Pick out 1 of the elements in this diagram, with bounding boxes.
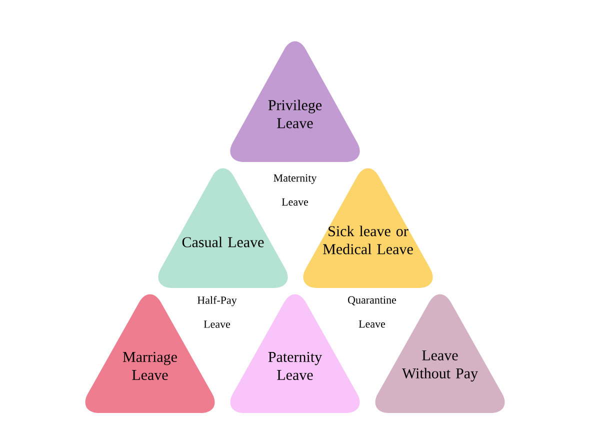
triangle-box: Privilege Leave bbox=[230, 41, 360, 162]
